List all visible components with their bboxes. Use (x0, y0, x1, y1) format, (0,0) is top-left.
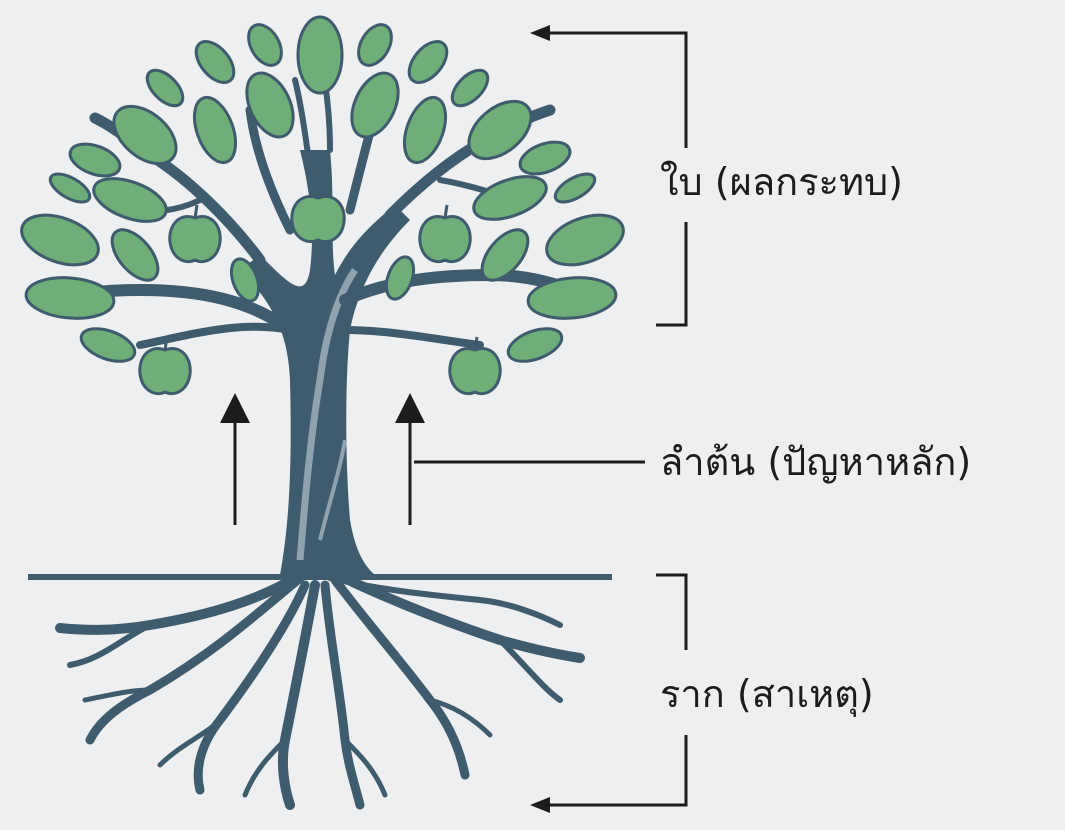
leaf (192, 95, 238, 165)
leaf (296, 15, 344, 95)
leaf (526, 276, 618, 320)
leaf (145, 68, 185, 108)
leaf (110, 228, 160, 282)
fruit-icon (418, 204, 472, 264)
leaf (20, 213, 100, 267)
growth-arrows (220, 393, 425, 525)
fruits (138, 184, 502, 396)
leaf (229, 257, 261, 303)
leaf (472, 175, 548, 221)
leaf (480, 228, 530, 282)
leaf (407, 40, 449, 84)
roots-label: ราก (สาเหตุ) (660, 672, 874, 716)
fruit-icon (290, 184, 346, 244)
leaf (384, 255, 416, 301)
leaf (467, 99, 533, 161)
leaf (48, 172, 92, 204)
leaf (350, 71, 400, 139)
leaf (518, 140, 572, 176)
leaf (24, 276, 116, 320)
leaves-label: ใบ (ผลกระทบ) (660, 160, 903, 204)
leaf (402, 95, 448, 165)
fruit-icon (448, 336, 502, 396)
leaf (357, 23, 393, 67)
leaf (450, 68, 490, 108)
leaf (506, 327, 564, 363)
leaf (68, 142, 122, 178)
trunk-label: ลำต้น (ปัญหาหลัก) (660, 440, 972, 484)
leaf (553, 172, 597, 204)
leaf (545, 213, 625, 267)
leaf (79, 327, 137, 363)
leaves-bracket (530, 25, 688, 327)
leaf (194, 40, 236, 84)
leaf (92, 177, 168, 223)
roots-bracket (530, 573, 688, 813)
fruit-icon (138, 336, 192, 396)
roots (55, 570, 585, 810)
leaf (247, 23, 283, 67)
fruit-icon (168, 204, 222, 264)
leaf (112, 104, 178, 166)
trunk (240, 150, 410, 578)
leaves (20, 15, 625, 363)
leaf (245, 71, 295, 139)
